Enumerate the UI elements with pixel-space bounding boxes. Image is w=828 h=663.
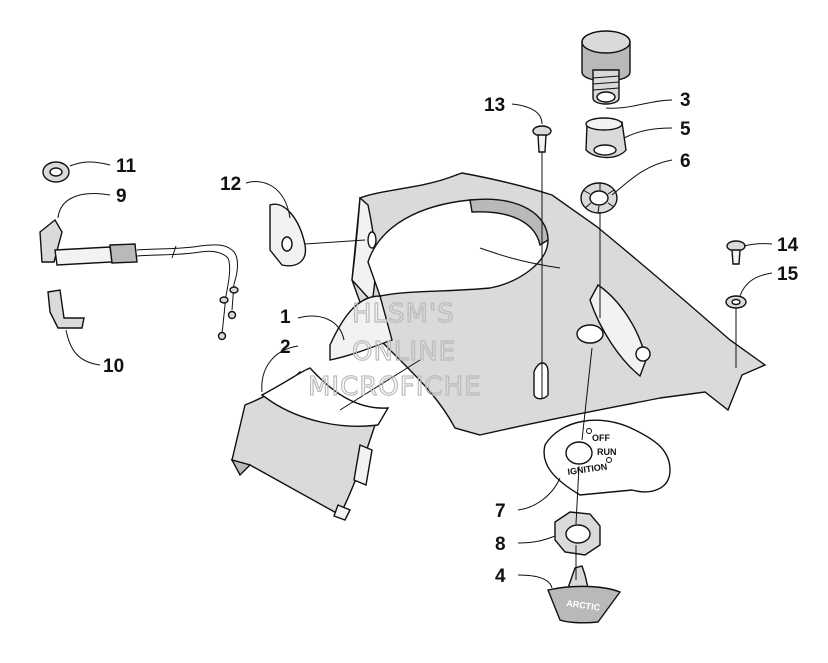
- callout-12: 12: [220, 174, 241, 195]
- callout-10: 10: [103, 356, 124, 377]
- watermark-line-1: HLSM'S: [352, 299, 455, 329]
- washer-11: [42, 161, 70, 183]
- plate-run-label: RUN: [597, 447, 617, 457]
- screw-14: [726, 240, 746, 265]
- callout-6: 6: [680, 151, 691, 172]
- watermark-line-2: ONLINE: [352, 337, 456, 367]
- callout-5: 5: [680, 119, 691, 140]
- plate-off-label: OFF: [592, 433, 610, 443]
- choke-cable: [39, 218, 239, 341]
- ignition-plate: OFF RUN IGNITION: [543, 419, 671, 496]
- callout-7: 7: [495, 501, 506, 522]
- callout-14: 14: [777, 235, 799, 256]
- ignition-key: ARCTIC: [547, 565, 622, 624]
- key-brand-label: ARCTIC: [566, 598, 602, 613]
- washer-15: [725, 295, 747, 309]
- ignition-switch: [581, 30, 631, 105]
- leader-lines: [57, 99, 773, 589]
- callout-8: 8: [495, 534, 506, 555]
- grommet-plate: [269, 203, 307, 267]
- console-shroud: [329, 172, 767, 436]
- switch-nut: [585, 117, 627, 159]
- callout-11: 11: [116, 156, 137, 177]
- callout-3: 3: [680, 90, 691, 111]
- callout-15: 15: [777, 264, 799, 285]
- watermark: HLSM'S ONLINE MICROFICHE: [307, 298, 482, 402]
- callout-labels: 1 2 3 4 5 6 7 8 9 10 11 12 13 14 15: [103, 90, 799, 587]
- callout-4: 4: [495, 566, 506, 587]
- callout-9: 9: [116, 186, 127, 207]
- callout-1: 1: [280, 307, 291, 328]
- callout-13: 13: [484, 95, 505, 116]
- watermark-line-3: MICROFICHE: [308, 372, 482, 402]
- choke-lever: [47, 289, 85, 329]
- ignition-nut: [554, 511, 601, 556]
- screw-13: [532, 125, 552, 153]
- callout-2: 2: [280, 337, 291, 358]
- lock-washer: [580, 182, 618, 214]
